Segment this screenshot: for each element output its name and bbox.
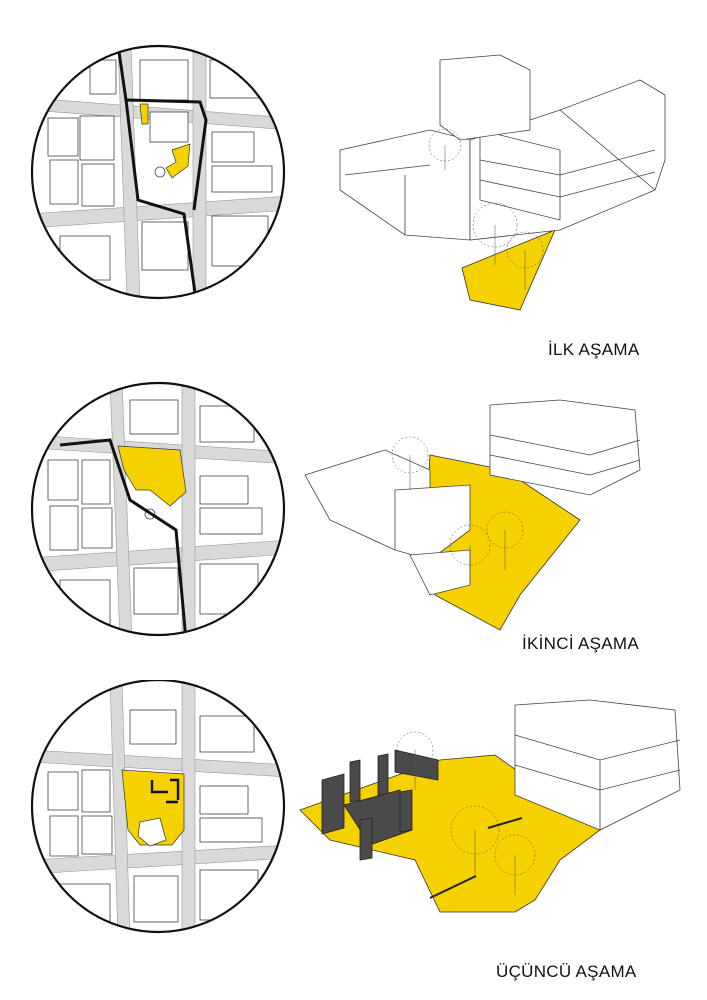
site-plan-map bbox=[32, 46, 284, 298]
stage-caption: İKİNCİ AŞAMA bbox=[522, 634, 639, 653]
stage-3: ÜÇÜNCÜ AŞAMA bbox=[0, 680, 707, 1000]
tree-cluster bbox=[428, 128, 544, 290]
stage-caption: ÜÇÜNCÜ AŞAMA bbox=[496, 962, 637, 981]
dark-wall-structures bbox=[321, 749, 439, 861]
axonometric-model bbox=[339, 54, 666, 311]
map-frame bbox=[30, 680, 286, 934]
stage-caption: İLK AŞAMA bbox=[548, 340, 640, 359]
stage-1: İLK AŞAMA bbox=[0, 0, 707, 359]
site-plan-map bbox=[32, 680, 284, 932]
stage-3-drawing bbox=[30, 680, 681, 934]
axonometric-model bbox=[299, 699, 681, 913]
stage-1-drawing bbox=[30, 44, 666, 311]
stage-2-drawing bbox=[30, 381, 641, 637]
axonometric-model bbox=[304, 399, 641, 631]
stage-2: İKİNCİ AŞAMA bbox=[0, 380, 707, 680]
map-frame bbox=[30, 381, 286, 637]
map-frame bbox=[30, 44, 286, 300]
tree-cluster bbox=[396, 731, 536, 899]
tree-cluster bbox=[391, 436, 524, 580]
